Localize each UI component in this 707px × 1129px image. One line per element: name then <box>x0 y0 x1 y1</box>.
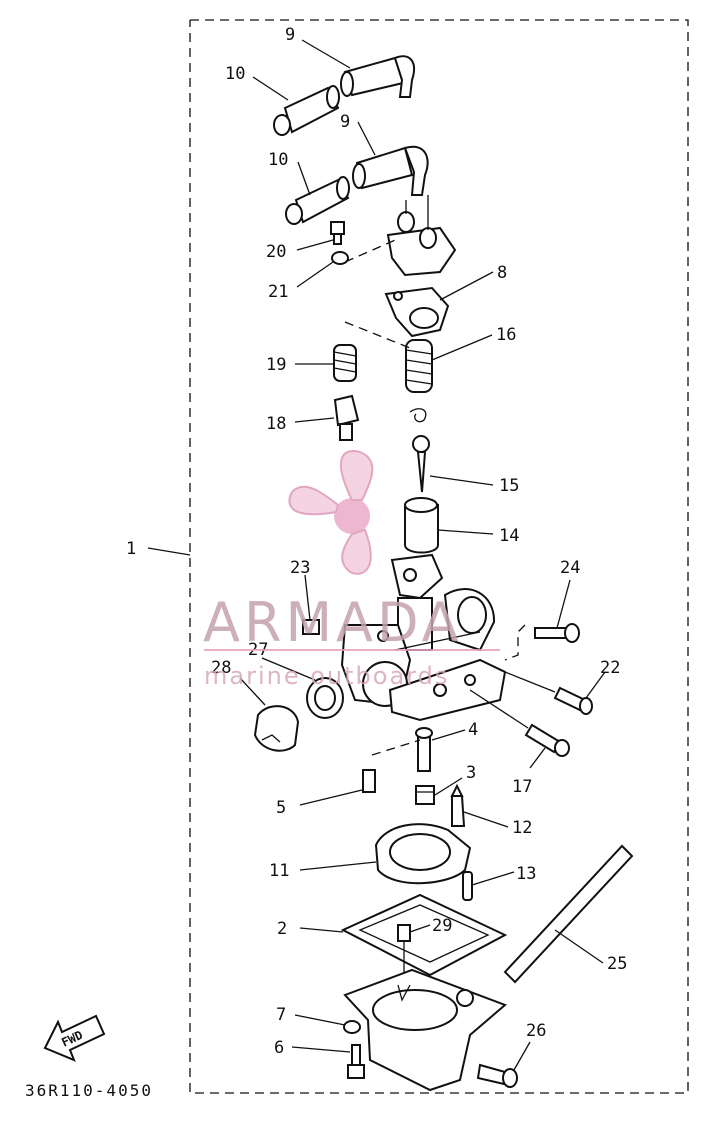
callout-1: 1 <box>126 539 136 559</box>
callout-26: 26 <box>526 1021 546 1041</box>
callout-labels: 1 2 3 4 5 6 7 8 9 9 10 10 11 12 13 14 15… <box>126 25 627 1058</box>
assembly-line <box>469 689 529 729</box>
part-washer-7 <box>343 1020 361 1034</box>
assembly-line <box>344 237 401 263</box>
callout-7: 7 <box>276 1005 286 1025</box>
part-float-needle-12 <box>450 783 466 827</box>
part-carburetor-body <box>340 553 507 722</box>
callout-5: 5 <box>276 798 286 818</box>
watermark-propeller-blade <box>339 450 374 501</box>
part-pin-13 <box>462 871 473 901</box>
callout-29: 29 <box>432 916 452 936</box>
fwd-arrow: FWD <box>43 1014 106 1062</box>
callout-9-lower: 9 <box>340 112 350 132</box>
part-spring-19 <box>333 344 357 382</box>
part-screw-24 <box>534 623 580 643</box>
callout-10-upper: 10 <box>225 64 245 84</box>
part-clip <box>409 408 427 423</box>
callout-3: 3 <box>466 763 476 783</box>
part-jet-4 <box>415 727 433 772</box>
watermark-tagline: marine outboards <box>204 662 449 690</box>
part-spring-16 <box>405 339 433 393</box>
part-screw-20 <box>330 221 345 245</box>
callout-25: 25 <box>607 954 627 974</box>
part-main-jet-3 <box>415 785 435 805</box>
callout-6: 6 <box>274 1038 284 1058</box>
part-gasket-8-hole <box>409 307 439 329</box>
part-cap-10-lower <box>285 176 350 225</box>
part-gasket-8-bolt-hole <box>393 291 403 301</box>
callout-16: 16 <box>496 325 516 345</box>
part-float-bowl <box>343 968 507 1092</box>
callout-18: 18 <box>266 414 286 434</box>
part-screw-6 <box>347 1044 365 1079</box>
callout-14: 14 <box>499 526 519 546</box>
part-plunger-18 <box>333 394 360 441</box>
callout-17: 17 <box>512 777 532 797</box>
assembly-line <box>499 669 556 693</box>
callout-4: 4 <box>468 720 478 740</box>
part-throttle-valve-14 <box>404 497 439 554</box>
part-needle-15 <box>412 435 430 493</box>
part-screw-17 <box>524 723 570 757</box>
callout-12: 12 <box>512 818 532 838</box>
part-pilot-jet-5 <box>362 769 376 793</box>
callout-2: 2 <box>277 919 287 939</box>
callout-19: 19 <box>266 355 286 375</box>
callout-21: 21 <box>268 282 288 302</box>
fwd-arrow-icon <box>43 1014 106 1062</box>
callout-10-lower: 10 <box>268 150 288 170</box>
part-hose-9-upper <box>340 55 415 98</box>
diagram-code: 36R110-4050 <box>25 1081 153 1100</box>
callout-8: 8 <box>497 263 507 283</box>
watermark-propeller-blade <box>341 528 372 575</box>
part-washer-21 <box>331 251 349 265</box>
part-nut-23 <box>302 619 320 635</box>
callout-23: 23 <box>290 558 310 578</box>
assembly-boundary <box>189 19 689 1094</box>
part-oring-27 <box>306 677 344 719</box>
callout-11: 11 <box>269 861 289 881</box>
watermark-brand: ARMADA <box>203 591 463 654</box>
assembly-line <box>504 624 526 661</box>
callout-28: 28 <box>211 658 231 678</box>
watermark-logo <box>288 450 374 575</box>
watermark-text: ARMADA marine outboards <box>203 591 500 690</box>
callout-15: 15 <box>499 476 519 496</box>
part-cap-10-upper <box>273 85 340 136</box>
part-clamp-28 <box>253 705 300 752</box>
watermark-propeller-hub <box>334 498 370 534</box>
assembly-line <box>344 321 411 349</box>
part-chamber-top <box>386 195 457 277</box>
part-screw-26 <box>476 1063 518 1088</box>
part-gasket-2 <box>340 893 508 977</box>
leader-lines <box>147 39 606 1071</box>
assembly-line <box>371 739 421 756</box>
callout-13: 13 <box>516 864 536 884</box>
callout-22: 22 <box>600 658 620 678</box>
callout-9-upper: 9 <box>285 25 295 45</box>
part-tube-25 <box>503 844 634 984</box>
part-screw-22 <box>553 686 593 715</box>
watermark-propeller-blade <box>288 485 340 516</box>
callout-24: 24 <box>560 558 580 578</box>
callout-20: 20 <box>266 242 286 262</box>
part-hose-9-lower <box>352 145 429 196</box>
part-float-11 <box>374 823 472 885</box>
